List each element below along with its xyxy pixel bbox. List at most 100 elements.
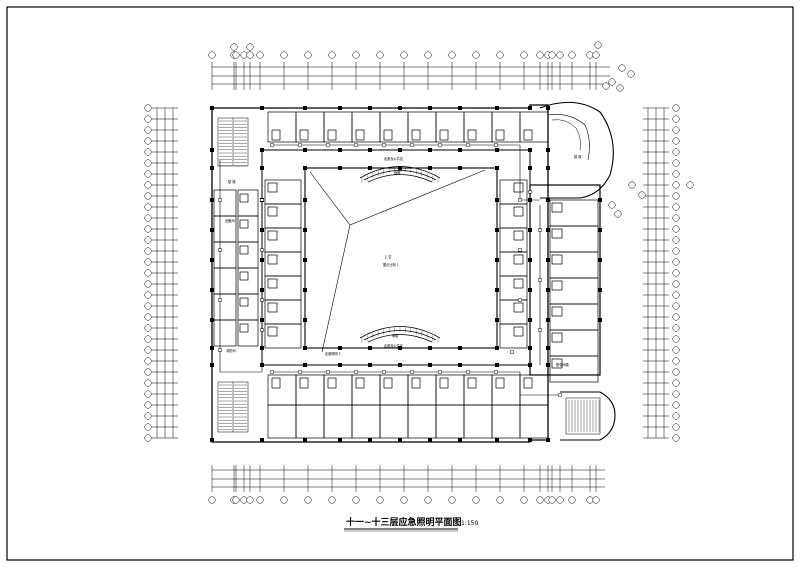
axis-bubble xyxy=(592,496,600,504)
west-room xyxy=(213,189,237,217)
corridor-light-label: 走廊照明 1 xyxy=(325,351,341,356)
axis-bubble xyxy=(144,390,152,398)
bathroom xyxy=(495,377,505,389)
column xyxy=(260,438,264,442)
left-axis-bubbles xyxy=(144,104,152,442)
bathroom xyxy=(239,297,249,307)
bathroom xyxy=(411,377,421,389)
column xyxy=(546,166,550,170)
bathroom xyxy=(239,193,249,203)
axis-bubble xyxy=(328,496,336,504)
column xyxy=(495,106,499,110)
exit-light xyxy=(269,370,275,374)
axis-bubble xyxy=(548,496,556,504)
axis-bubble xyxy=(144,280,152,288)
exit-light xyxy=(297,370,303,374)
exit-light xyxy=(465,370,471,374)
axis-bubble xyxy=(144,225,152,233)
exit-light xyxy=(517,248,523,252)
axis-bubble xyxy=(240,496,248,504)
bottom-corridor-label: 走廊及公共区 xyxy=(384,343,404,348)
top-canopy-label: 雨棚 xyxy=(394,170,400,175)
axis-bubble xyxy=(672,181,680,189)
column xyxy=(546,228,550,232)
bottom-dimension-ticks xyxy=(211,465,597,492)
axis-bubble xyxy=(672,159,680,167)
axis-bubble xyxy=(672,214,680,222)
axis-bubble xyxy=(144,214,152,222)
exit-light xyxy=(537,328,543,332)
axis-bubble xyxy=(144,115,152,123)
exit-light xyxy=(381,143,387,147)
bathroom xyxy=(299,377,309,389)
exit-light xyxy=(409,143,415,147)
column xyxy=(495,288,499,292)
exit-light xyxy=(409,370,415,374)
south-outer-room xyxy=(323,404,353,439)
column xyxy=(210,288,214,292)
column xyxy=(210,318,214,322)
column xyxy=(528,106,532,110)
axis-bubble xyxy=(144,412,152,420)
axis-bubble xyxy=(208,496,216,504)
inner-west-room xyxy=(264,323,302,349)
axis-bubble xyxy=(672,324,680,332)
south-room-row xyxy=(267,374,549,439)
axis-bubble xyxy=(672,291,680,299)
bathroom xyxy=(523,377,533,389)
column xyxy=(528,288,532,292)
lighting-circuit-wiring xyxy=(219,144,560,396)
column xyxy=(398,438,402,442)
axis-bubble xyxy=(352,496,360,504)
left-dimension-ticks xyxy=(152,107,178,439)
bathroom xyxy=(551,228,563,239)
bathroom xyxy=(523,129,533,141)
axis-bubble xyxy=(672,247,680,255)
exit-light xyxy=(259,328,265,332)
exit-light xyxy=(437,370,443,374)
bathroom xyxy=(239,219,249,229)
south-outer-room xyxy=(379,404,409,439)
axis-bubble xyxy=(672,346,680,354)
east-room xyxy=(549,277,599,305)
axis-bubble xyxy=(144,104,152,112)
exit-light xyxy=(259,298,265,302)
axis-bubble xyxy=(672,192,680,200)
axis-bubble xyxy=(672,137,680,145)
exit-light xyxy=(465,143,471,147)
axis-bubble xyxy=(672,225,680,233)
axis-bubble xyxy=(672,269,680,277)
bathroom xyxy=(513,182,524,193)
west-room xyxy=(213,319,237,347)
column xyxy=(210,346,214,350)
axis-bubble xyxy=(400,51,408,59)
bathroom xyxy=(383,129,393,141)
column xyxy=(303,288,307,292)
east-room-column xyxy=(549,199,599,383)
column xyxy=(458,148,462,152)
emergency-light-fixtures xyxy=(217,143,563,397)
column xyxy=(495,363,499,367)
bottom-dimension-chain xyxy=(212,469,605,488)
bathroom xyxy=(551,254,563,265)
bathroom xyxy=(271,129,281,141)
exit-light xyxy=(217,198,223,202)
axis-bubble xyxy=(144,379,152,387)
axis-bubble xyxy=(616,84,624,92)
bathroom xyxy=(513,278,524,289)
column xyxy=(495,258,499,262)
axis-bubble xyxy=(496,51,504,59)
axis-bubble xyxy=(586,51,594,59)
axis-bubble xyxy=(144,291,152,299)
exit-light xyxy=(217,298,223,302)
bathroom xyxy=(239,271,249,281)
column xyxy=(528,166,532,170)
bathroom xyxy=(551,202,563,213)
axis-bubble xyxy=(144,137,152,145)
bottom-canopy-label: 雨棚 xyxy=(392,333,398,338)
column xyxy=(528,438,532,442)
stair-nw-label: 楼 梯 xyxy=(228,179,236,184)
column xyxy=(210,166,214,170)
exit-light xyxy=(437,143,443,147)
bathroom xyxy=(271,377,281,389)
